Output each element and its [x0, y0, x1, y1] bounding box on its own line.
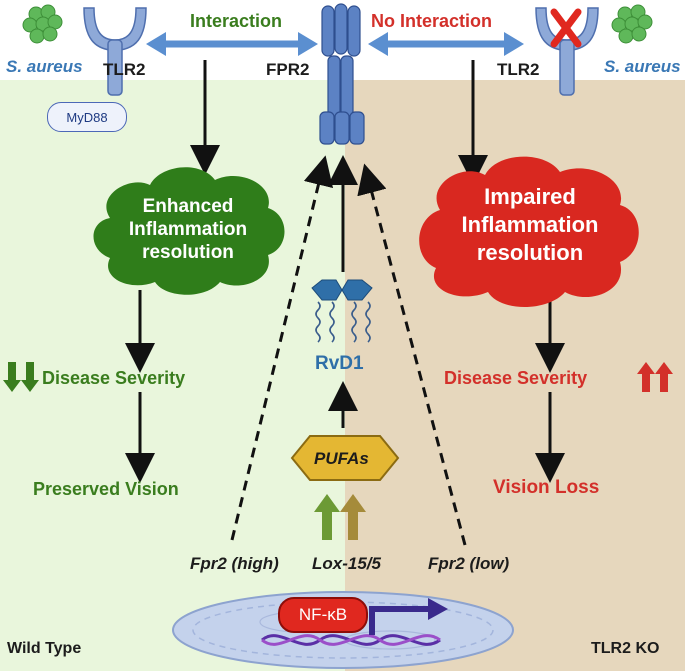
increase-arrows-icon	[637, 362, 673, 392]
rvd1-molecule-icon	[311, 279, 373, 343]
pufas-label: PUFAs	[314, 449, 369, 468]
disease-severity-right: Disease Severity	[444, 368, 588, 388]
lox-label: Lox-15/5	[312, 554, 381, 573]
no-interaction-label: No Interaction	[371, 11, 493, 31]
impaired-resolution-cloud	[419, 156, 639, 307]
no-binding-x-icon	[550, 8, 582, 48]
nfkb-badge: NF-κB	[278, 597, 368, 633]
enhanced-cloud-line1: Enhanced	[142, 196, 234, 217]
no-interaction-arrow	[368, 32, 524, 56]
myd88-badge: MyD88	[47, 102, 127, 132]
vision-loss-label: Vision Loss	[493, 477, 600, 498]
impaired-cloud-line3: resolution	[476, 240, 584, 265]
enhanced-cloud-label: Enhanced Inflammation resolution	[108, 195, 268, 264]
s-aureus-right-label: S. aureus	[604, 57, 681, 76]
enhanced-cloud-line3: resolution	[142, 242, 234, 263]
transcription-arrow-icon	[369, 598, 448, 635]
fpr2-low-label: Fpr2 (low)	[428, 554, 510, 573]
dna-helix-icon	[261, 634, 441, 646]
interaction-arrow	[146, 32, 318, 56]
tlr2-ko-label: TLR2 KO	[591, 640, 660, 657]
impaired-cloud-label: Impaired Inflammation resolution	[438, 183, 622, 267]
fpr2-label: FPR2	[266, 60, 310, 79]
upregulation-arrows	[314, 494, 366, 540]
rvd1-label: RvD1	[315, 353, 364, 374]
tlr2-left-label: TLR2	[103, 60, 146, 79]
fpr2-high-dashed-arrow	[230, 155, 334, 541]
disease-severity-left: Disease Severity	[42, 368, 186, 388]
tlr2-right-label: TLR2	[497, 60, 540, 79]
fpr2-low-dashed-arrow	[357, 163, 467, 546]
s-aureus-left-label: S. aureus	[6, 57, 83, 76]
wild-type-label: Wild Type	[7, 640, 82, 657]
tlr2-receptor-left-icon	[83, 7, 147, 96]
decrease-arrows-icon	[3, 362, 39, 392]
interaction-label: Interaction	[190, 11, 283, 31]
bacteria-right-icon	[611, 4, 653, 44]
fpr2-high-label: Fpr2 (high)	[190, 554, 279, 573]
fpr2-receptor-icon	[319, 3, 365, 145]
bacteria-left-icon	[22, 4, 63, 44]
impaired-cloud-line1: Impaired	[484, 184, 576, 209]
preserved-vision-label: Preserved Vision	[33, 479, 179, 499]
enhanced-cloud-line2: Inflammation	[128, 219, 248, 240]
pufas-hexagon	[290, 435, 400, 481]
enhanced-resolution-cloud	[93, 167, 285, 295]
impaired-cloud-line2: Inflammation	[461, 212, 599, 237]
